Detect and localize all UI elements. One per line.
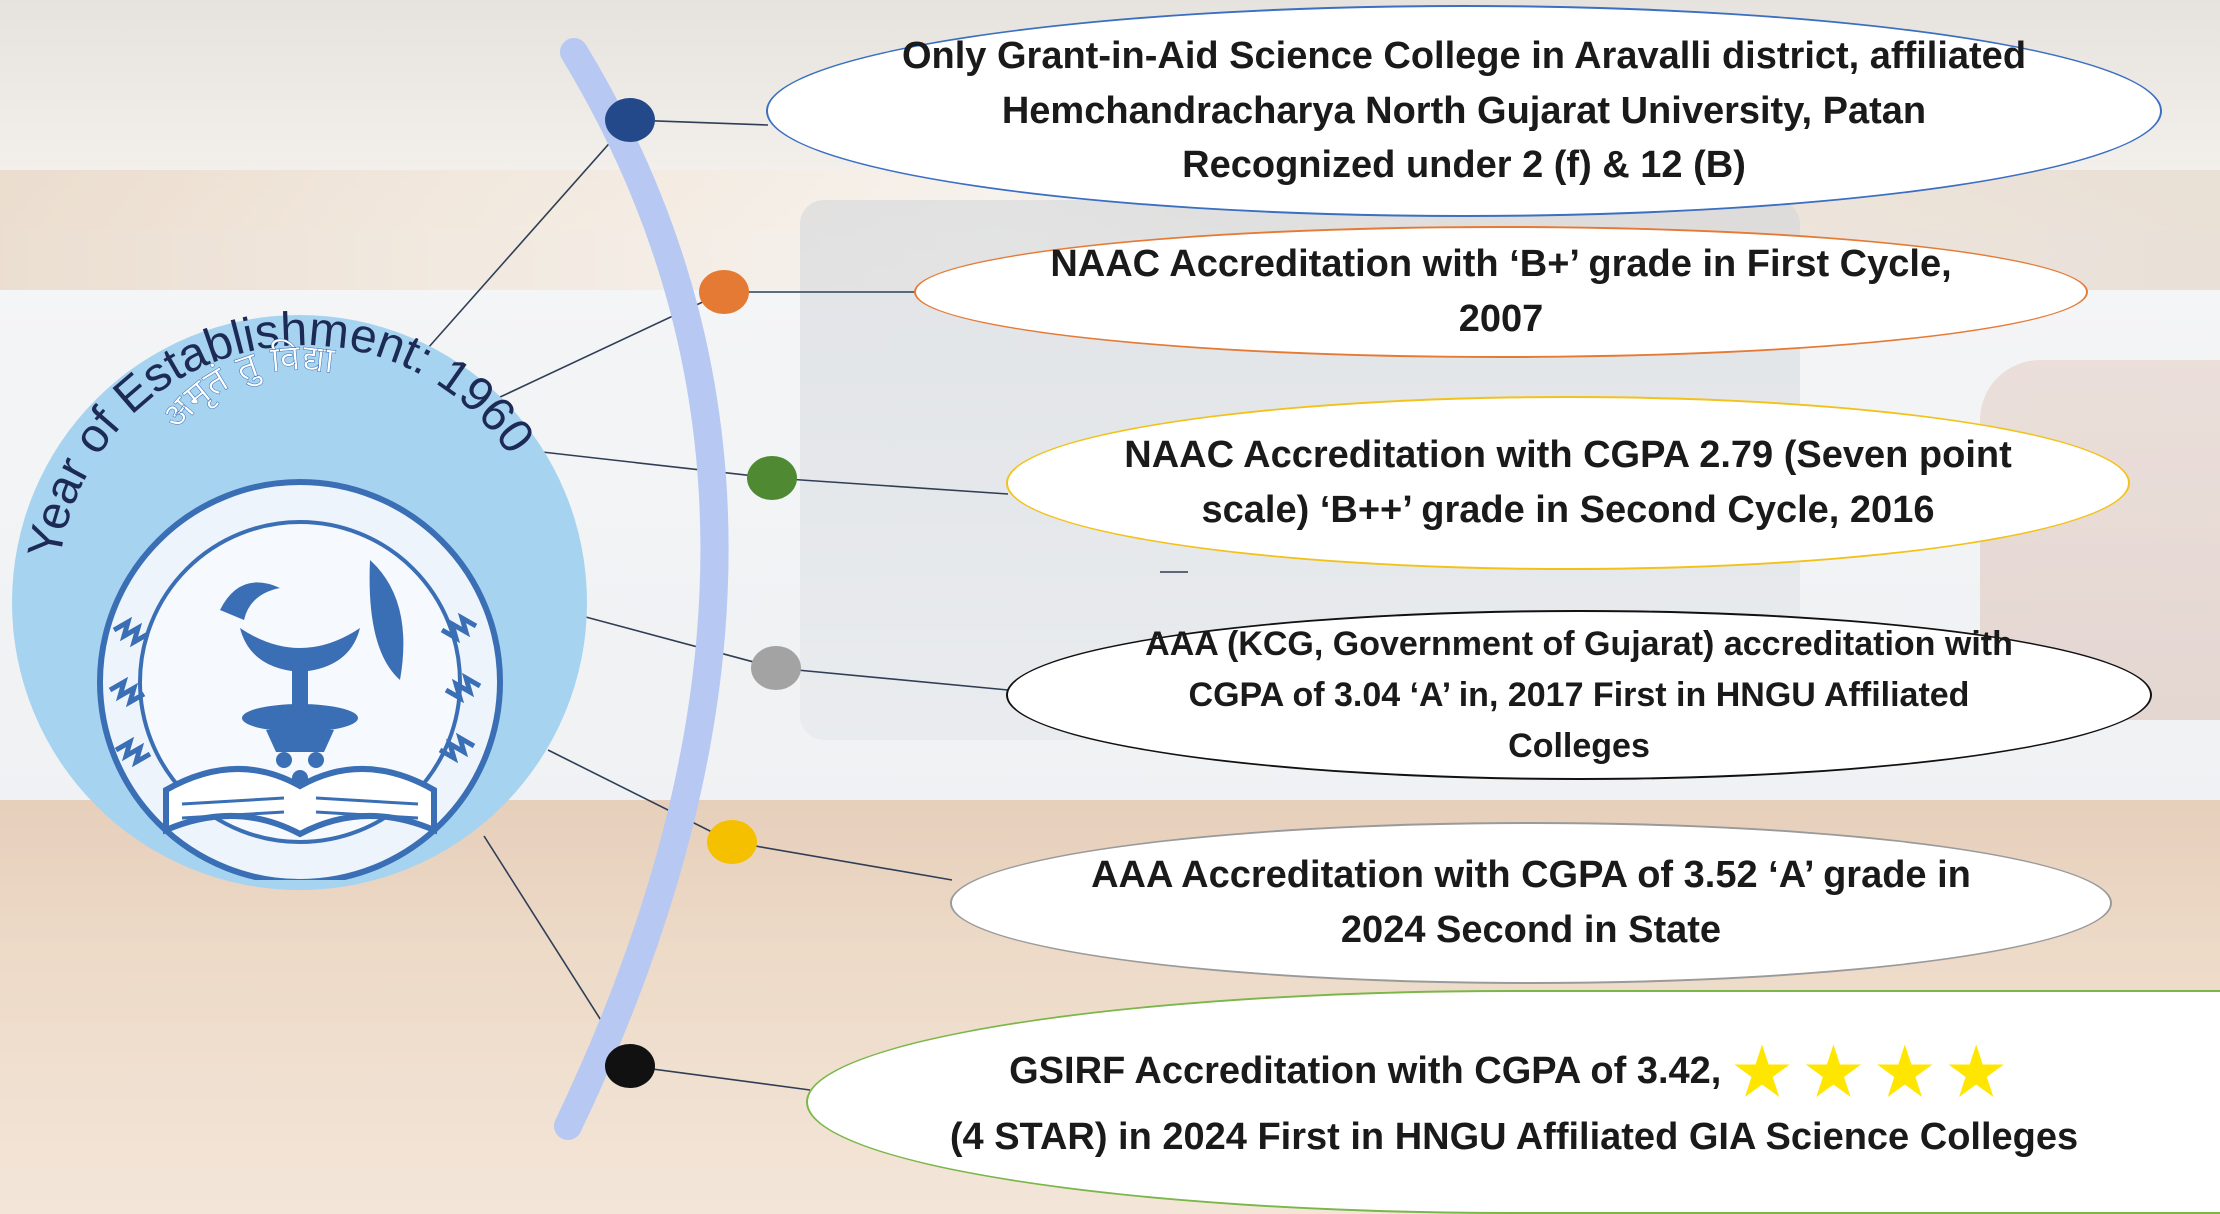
milestone-line: Colleges	[1508, 726, 1650, 765]
milestone-line: scale) ‘B++’ grade in Second Cycle, 2016	[1201, 489, 1935, 531]
open-book-icon	[163, 752, 437, 838]
milestone-line: 2024 Second in State	[1340, 909, 1722, 951]
emblem-texts: Year of Establishment: 1960 अमृतं तु विद…	[18, 303, 544, 562]
milestone-aaa-2024: AAA Accreditation with CGPA of 3.52 ‘A’ …	[950, 822, 2112, 984]
milestone-line: NAAC Accreditation with CGPA 2.79 (Seven…	[1124, 434, 2012, 477]
milestone-line: 2007	[1458, 298, 1544, 340]
milestone-line: CGPA of 3.04 ‘A’ in, 2017 First in HNGU …	[1188, 675, 1970, 714]
connector-5-bubble	[731, 841, 953, 881]
dot-navy	[605, 98, 655, 142]
connector-emblem-3	[541, 451, 773, 479]
dot-yellow	[707, 820, 757, 864]
connector-4-bubble	[775, 667, 1009, 691]
milestone-line: (4 STAR) in 2024 First in HNGU Affiliate…	[949, 1115, 2079, 1158]
milestone-line: Only Grant-in-Aid Science College in Ara…	[901, 34, 2027, 77]
milestone-line: Recognized under 2 (f) & 12 (B)	[1182, 144, 1746, 187]
dot-gray	[751, 646, 801, 690]
connector-emblem-5	[547, 749, 733, 843]
milestone-gsirf: GSIRF Accreditation with CGPA of 3.42, ★…	[806, 990, 2220, 1214]
college-seal-icon	[97, 479, 503, 880]
milestone-aaa-2017: AAA (KCG, Government of Gujarat) accredi…	[1006, 610, 2152, 780]
milestone-recognition: Only Grant-in-Aid Science College in Ara…	[766, 5, 2162, 217]
milestone-line: AAA (KCG, Government of Gujarat) accredi…	[1145, 624, 2013, 663]
star-rating-icon: ★★★★	[1733, 1035, 2019, 1108]
seal-ornament-band	[108, 612, 482, 768]
milestone-line: NAAC Accreditation with ‘B+’ grade in Fi…	[1050, 243, 1952, 286]
connector-3-bubble	[771, 477, 1009, 495]
dot-black	[605, 1044, 655, 1088]
milestone-naac-second-cycle: NAAC Accreditation with CGPA 2.79 (Seven…	[1006, 396, 2130, 570]
milestone-naac-first-cycle: NAAC Accreditation with ‘B+’ grade in Fi…	[914, 226, 2088, 358]
connector-6-bubble	[629, 1065, 811, 1091]
dot-orange	[699, 270, 749, 314]
lamp-icon	[220, 560, 404, 752]
dot-green	[747, 456, 797, 500]
connector-emblem-1	[427, 119, 631, 349]
milestone-line: AAA Accreditation with CGPA of 3.52 ‘A’ …	[1091, 854, 1971, 897]
timeline-arc	[554, 38, 729, 1140]
milestone-line: Hemchandracharya North Gujarat Universit…	[1001, 89, 1927, 132]
milestone-line-with-stars: GSIRF Accreditation with CGPA of 3.42, ★…	[950, 1040, 2078, 1104]
milestone-line: GSIRF Accreditation with CGPA of 3.42,	[1009, 1050, 1722, 1093]
connector-emblem-4	[581, 615, 777, 669]
